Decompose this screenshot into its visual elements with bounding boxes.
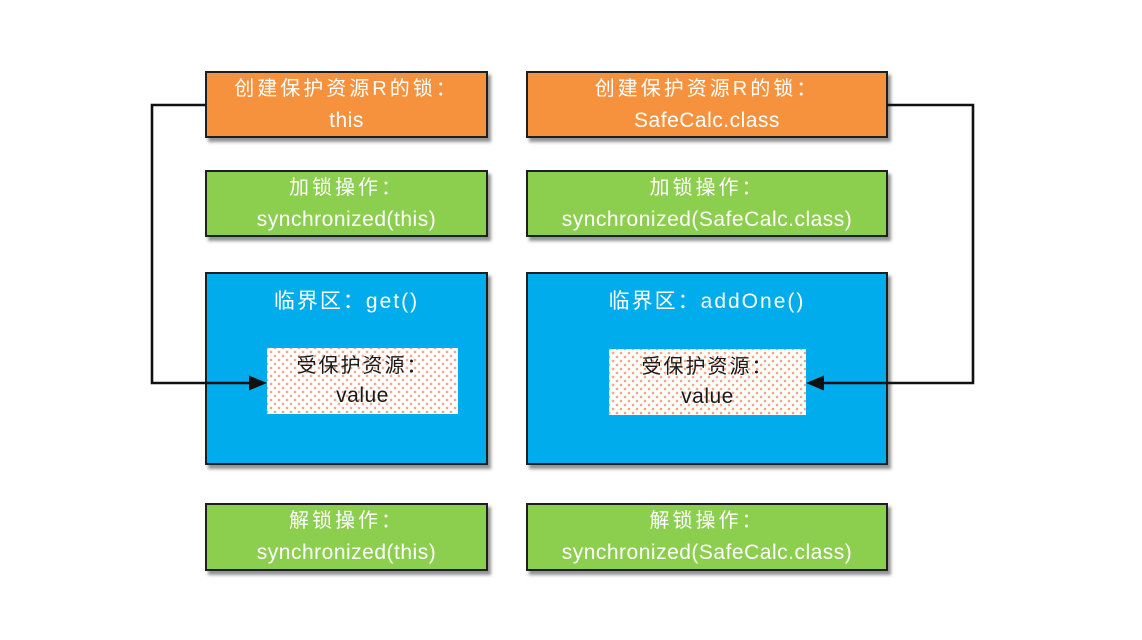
- unlock-op-left-line2: synchronized(this): [256, 541, 437, 564]
- protected-resource-box-left: 受保护资源： value: [267, 348, 458, 414]
- create-lock-right-line1: 创建保护资源R的锁：: [594, 77, 820, 100]
- critical-section-left-title: 临界区：get(): [273, 290, 420, 313]
- lock-op-box-right: 加锁操作： synchronized(SafeCalc.class): [526, 170, 888, 237]
- critical-section-box-left: 临界区：get() 受保护资源： value: [205, 272, 488, 465]
- unlock-op-left-line1: 解锁操作：: [289, 510, 404, 532]
- create-lock-left-line2: this: [329, 108, 364, 132]
- create-lock-box-right: 创建保护资源R的锁： SafeCalc.class: [526, 71, 888, 138]
- unlock-op-right-line1: 解锁操作：: [649, 510, 765, 532]
- create-lock-left-line1: 创建保护资源R的锁：: [234, 77, 459, 100]
- protected-resource-right-line1: 受保护资源：: [641, 356, 774, 378]
- lock-op-right-line1: 加锁操作：: [649, 176, 765, 199]
- create-lock-right-line2: SafeCalc.class: [634, 108, 780, 132]
- lock-op-left-line2: synchronized(this): [256, 207, 437, 231]
- unlock-op-right-line2: synchronized(SafeCalc.class): [561, 541, 853, 564]
- protected-resource-left-line2: value: [336, 384, 389, 407]
- lock-op-right-line2: synchronized(SafeCalc.class): [561, 207, 853, 231]
- protected-resource-left-line1: 受保护资源：: [296, 355, 429, 377]
- unlock-op-box-left: 解锁操作： synchronized(this): [205, 503, 488, 571]
- create-lock-box-left: 创建保护资源R的锁： this: [205, 71, 488, 138]
- protected-resource-box-right: 受保护资源： value: [609, 349, 806, 415]
- protected-resource-right-line2: value: [681, 385, 734, 408]
- lock-op-left-line1: 加锁操作：: [289, 176, 404, 199]
- critical-section-right-title: 临界区：addOne(): [608, 290, 806, 313]
- critical-section-box-right: 临界区：addOne() 受保护资源： value: [526, 272, 888, 465]
- lock-op-box-left: 加锁操作： synchronized(this): [205, 170, 488, 237]
- unlock-op-box-right: 解锁操作： synchronized(SafeCalc.class): [526, 503, 888, 571]
